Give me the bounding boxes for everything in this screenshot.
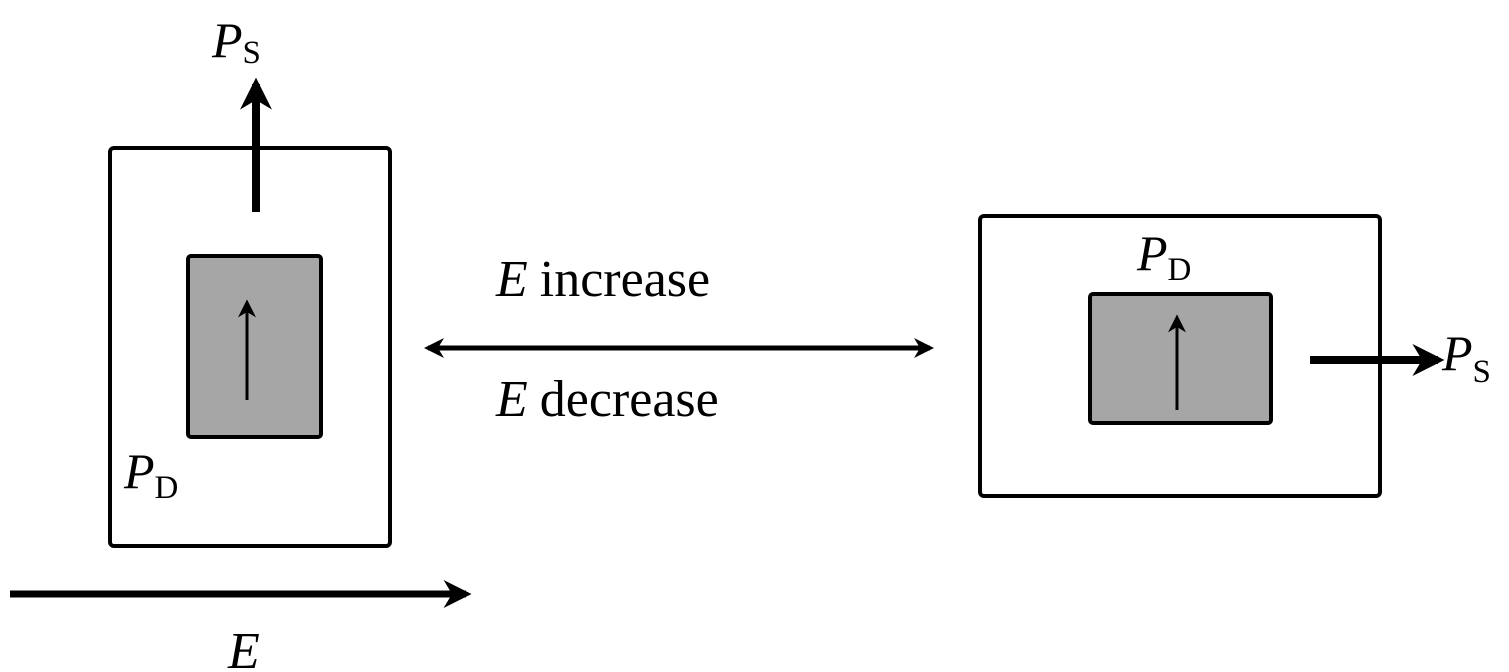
right-inner-dipole-box <box>1088 292 1273 425</box>
right-pd-label: PD <box>1136 225 1191 288</box>
left-ps-label: PS <box>211 12 261 71</box>
right-ps-label: PS <box>1441 325 1491 390</box>
right-state: PD PS <box>978 214 1491 498</box>
electric-field-indicator: E <box>10 580 472 672</box>
left-state: PS PD <box>108 12 392 548</box>
left-outer-domain <box>108 146 392 548</box>
left-inner-dipole-box <box>186 254 323 439</box>
field-label: E <box>227 623 260 672</box>
left-pd-label: PD <box>123 443 178 506</box>
